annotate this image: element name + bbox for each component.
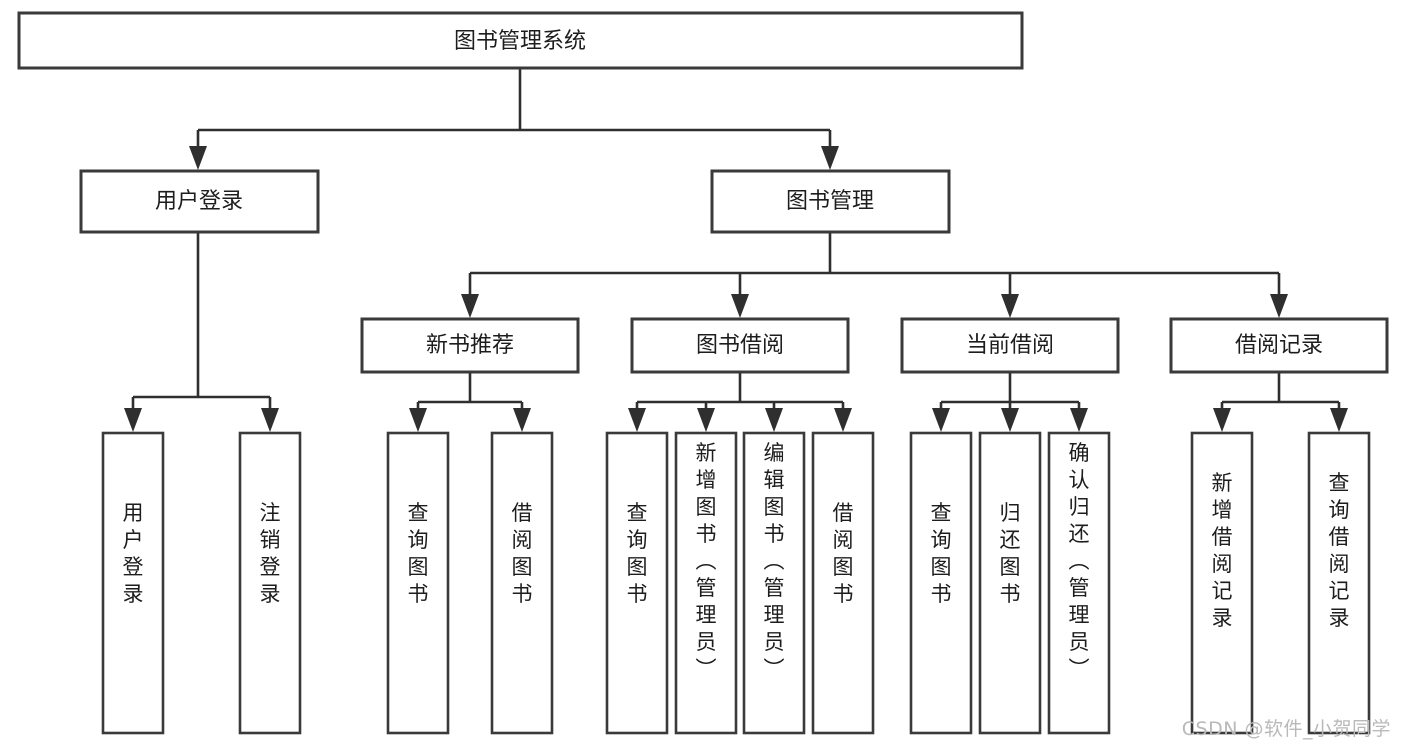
connector-layer (124, 68, 1348, 432)
node-root-label: 图书管理系统 (454, 29, 586, 54)
leaf-borrow-book-2[interactable]: 借阅图书 (811, 431, 875, 735)
leaf-user-login-label: 用户登录 (123, 501, 144, 606)
node-book-borrow-box[interactable] (630, 317, 850, 374)
node-user-login-label: 用户登录 (155, 189, 243, 214)
leaf-user-logout[interactable]: 注销登录 (238, 431, 302, 735)
leaf-confirm-return-label: 确认归还︵管理员︶ (1069, 441, 1090, 681)
leaf-add-book-box[interactable] (674, 431, 738, 735)
leaf-edit-book-label: 编辑图书︵管理员︶ (764, 441, 785, 681)
leaf-query-book-1-label: 查询图书 (408, 501, 429, 606)
node-current-borrow-box[interactable] (900, 317, 1120, 374)
node-book-manage-box[interactable] (710, 169, 951, 234)
leaf-borrow-book-2-box[interactable] (811, 431, 875, 735)
arrow-head-leaf-borrow-book-2 (834, 408, 852, 432)
leaf-query-book-1[interactable]: 查询图书 (386, 431, 450, 735)
node-book-manage[interactable]: 图书管理 (710, 169, 951, 234)
arrow-head-leaf-query-book-1 (409, 408, 427, 432)
node-book-borrow-label: 图书借阅 (696, 333, 784, 358)
leaf-edit-book[interactable]: 编辑图书︵管理员︶ (742, 431, 806, 735)
csdn-watermark: CSDN @软件_小贺同学 (1181, 718, 1391, 740)
arrow-head-leaf-user-login (124, 408, 142, 432)
arrow-head-leaf-borrow-book-1 (513, 408, 531, 432)
node-current-borrow[interactable]: 当前借阅 (900, 317, 1120, 374)
arrow-head-leaf-add-record (1213, 408, 1231, 432)
node-root[interactable]: 图书管理系统 (17, 11, 1024, 70)
node-new-book-recommend[interactable]: 新书推荐 (360, 317, 580, 374)
leaf-query-record-box[interactable] (1307, 431, 1371, 735)
node-borrow-record[interactable]: 借阅记录 (1169, 317, 1389, 374)
leaf-add-book-label: 新增图书︵管理员︶ (696, 441, 717, 681)
leaf-add-book[interactable]: 新增图书︵管理员︶ (674, 431, 738, 735)
leaf-query-book-1-box[interactable] (386, 431, 450, 735)
node-book-borrow[interactable]: 图书借阅 (630, 317, 850, 374)
leaf-user-login-box[interactable] (101, 431, 165, 735)
arrow-head-leaf-edit-book (765, 408, 783, 432)
leaf-return-book-box[interactable] (978, 431, 1042, 735)
arrow-head-leaf-confirm-return (1070, 408, 1088, 432)
leaf-query-book-2-label: 查询图书 (627, 501, 648, 606)
leaf-add-record[interactable]: 新增借阅记录 (1190, 431, 1254, 735)
leaf-return-book-label: 归还图书 (1000, 501, 1021, 606)
node-new-book-recommend-box[interactable] (360, 317, 580, 374)
node-user-login[interactable]: 用户登录 (79, 169, 320, 234)
arrow-head-leaf-add-book (697, 408, 715, 432)
leaf-confirm-return[interactable]: 确认归还︵管理员︶ (1047, 431, 1111, 735)
node-current-borrow-label: 当前借阅 (966, 333, 1054, 358)
arrow-head-user-login (189, 146, 207, 170)
leaf-user-logout-box[interactable] (238, 431, 302, 735)
leaf-borrow-book-1[interactable]: 借阅图书 (490, 431, 554, 735)
arrow-head-current-borrow (1001, 294, 1019, 318)
leaf-user-login[interactable]: 用户登录 (101, 431, 165, 735)
arrow-head-borrow-record (1270, 294, 1288, 318)
leaf-query-book-3[interactable]: 查询图书 (909, 431, 973, 735)
arrow-head-leaf-return-book (1001, 408, 1019, 432)
leaf-borrow-book-1-label: 借阅图书 (512, 501, 533, 606)
leaf-add-record-label: 新增借阅记录 (1212, 471, 1233, 630)
leaf-borrow-book-2-label: 借阅图书 (833, 501, 854, 606)
leaf-return-book[interactable]: 归还图书 (978, 431, 1042, 735)
leaf-query-record[interactable]: 查询借阅记录 (1307, 431, 1371, 735)
arrow-head-book-borrow (731, 294, 749, 318)
arrow-head-book-manage (821, 146, 839, 170)
arrow-head-leaf-query-book-3 (932, 408, 950, 432)
leaf-query-record-label: 查询借阅记录 (1329, 471, 1350, 630)
arrow-head-leaf-query-record (1330, 408, 1348, 432)
leaf-query-book-2[interactable]: 查询图书 (605, 431, 669, 735)
node-root-box[interactable] (17, 11, 1024, 70)
leaf-user-logout-label: 注销登录 (260, 501, 281, 606)
arrow-head-leaf-user-logout (261, 408, 279, 432)
node-user-login-box[interactable] (79, 169, 320, 234)
leaf-edit-book-box[interactable] (742, 431, 806, 735)
node-borrow-record-label: 借阅记录 (1235, 333, 1323, 358)
node-borrow-record-box[interactable] (1169, 317, 1389, 374)
leaf-query-book-2-box[interactable] (605, 431, 669, 735)
arrow-head-leaf-query-book-2 (628, 408, 646, 432)
node-book-manage-label: 图书管理 (786, 189, 874, 214)
leaf-query-book-3-box[interactable] (909, 431, 973, 735)
leaf-query-book-3-label: 查询图书 (931, 501, 952, 606)
leaf-confirm-return-box[interactable] (1047, 431, 1111, 735)
leaf-borrow-book-1-box[interactable] (490, 431, 554, 735)
node-new-book-recommend-label: 新书推荐 (426, 333, 514, 358)
leaf-add-record-box[interactable] (1190, 431, 1254, 735)
arrow-head-new-book-recommend (461, 294, 479, 318)
